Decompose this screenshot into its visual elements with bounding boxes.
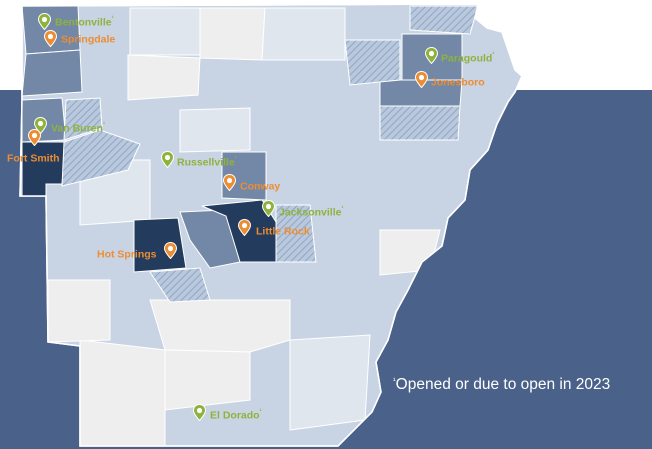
- county-hatched-nw: [63, 97, 103, 141]
- county-hatched-e: [379, 105, 461, 141]
- pin-icon-conway: [222, 173, 237, 192]
- county-hot-springs: [133, 217, 187, 273]
- county-area-se-white: [149, 299, 291, 353]
- pin-icon-fort-smith: [27, 128, 42, 147]
- pin-icon-little-rock: [237, 218, 252, 237]
- county-area-e-white: [379, 229, 441, 276]
- label-springdale: Springdale: [61, 33, 116, 46]
- label-paragould: Paragould¹: [441, 52, 495, 65]
- county-area-sw-white: [47, 279, 111, 343]
- counties: [21, 5, 479, 446]
- label-russellville: Russellville¹: [177, 156, 237, 169]
- footnote: ¹Opened or due to open in 2023: [393, 376, 611, 394]
- county-area-nw-light: [129, 7, 201, 56]
- county-area-n-white: [199, 7, 266, 61]
- county-springdale: [21, 49, 83, 97]
- label-fort-smith: Fort Smith: [7, 152, 60, 165]
- pin-icon-bentonville: [37, 12, 52, 31]
- county-hatched-c: [275, 204, 317, 263]
- label-el-dorado: El Dorado¹: [210, 409, 262, 422]
- pin-icon-russellville: [160, 150, 175, 169]
- label-van-buren: Van Buren¹: [51, 122, 105, 135]
- label-little-rock: Little Rock: [256, 225, 310, 238]
- county-area-s-white-2: [164, 349, 251, 411]
- county-area-n-white-2: [127, 54, 201, 101]
- county-hatched-ne: [344, 39, 401, 86]
- county-hatched-w: [61, 129, 141, 187]
- label-jacksonville: Jacksonville¹: [279, 206, 344, 219]
- pin-icon-el-dorado: [192, 403, 207, 422]
- pin-icon-jacksonville: [261, 199, 276, 218]
- county-area-s-white: [79, 339, 166, 446]
- pin-icon-springdale: [43, 29, 58, 48]
- label-conway: Conway: [240, 180, 281, 193]
- pin-icon-jonesboro: [414, 70, 429, 89]
- pin-icon-hot-springs: [163, 241, 178, 260]
- county-hatched-ne-2: [409, 5, 479, 35]
- county-area-se-light: [289, 334, 371, 431]
- county-hatched-s: [149, 267, 211, 303]
- label-hot-springs: Hot Springs: [97, 248, 157, 261]
- pin-icon-paragould: [424, 46, 439, 65]
- county-area-north-center: [261, 7, 346, 61]
- county-area-c-light: [179, 107, 251, 153]
- county-conway: [221, 151, 267, 201]
- label-bentonville: Bentonville¹: [55, 16, 114, 29]
- label-jonesboro: Jonesboro: [431, 76, 485, 89]
